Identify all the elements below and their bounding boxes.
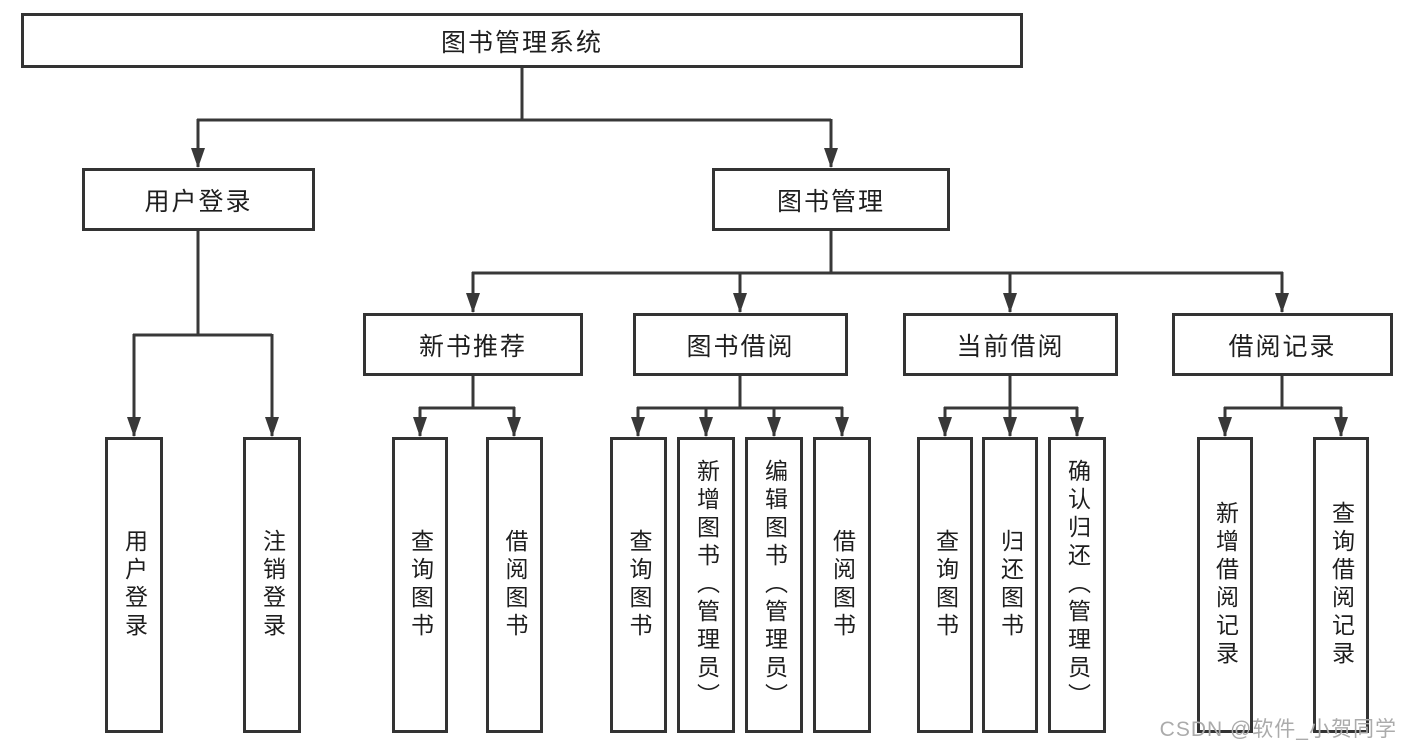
leaf-add-book-admin: 新增图书（管理员） <box>677 437 735 733</box>
leaf-query-borrow-record: 查询借阅记录 <box>1313 437 1369 733</box>
leaf-borrow-books: 借阅图书 <box>813 437 871 733</box>
node-current-borrow: 当前借阅 <box>903 313 1118 376</box>
node-book-borrow: 图书借阅 <box>633 313 848 376</box>
leaf-logout: 注销登录 <box>243 437 301 733</box>
csdn-watermark: CSDN @软件_小贺同学 <box>1159 718 1397 741</box>
node-user-login: 用户登录 <box>82 168 315 231</box>
leaf-label: 借阅图书 <box>829 529 856 641</box>
leaf-label: 查询图书 <box>932 529 959 641</box>
node-book-management: 图书管理 <box>712 168 950 231</box>
node-new-book-recommend: 新书推荐 <box>363 313 583 376</box>
leaf-borrow-books-recommend: 借阅图书 <box>486 437 543 733</box>
leaf-label: 新增借阅记录 <box>1212 501 1239 669</box>
leaf-label: 编辑图书（管理员） <box>761 459 788 711</box>
leaf-add-borrow-record: 新增借阅记录 <box>1197 437 1253 733</box>
leaf-edit-book-admin: 编辑图书（管理员） <box>745 437 803 733</box>
leaf-query-books-current: 查询图书 <box>917 437 973 733</box>
leaf-label: 查询图书 <box>626 529 652 641</box>
leaf-label: 查询图书 <box>407 529 434 641</box>
leaf-label: 注销登录 <box>259 529 286 641</box>
leaf-label: 借阅图书 <box>502 529 528 641</box>
leaf-user-login: 用户登录 <box>105 437 163 733</box>
leaf-label: 确认归还（管理员） <box>1064 459 1091 711</box>
leaf-label: 新增图书（管理员） <box>693 459 720 711</box>
leaf-query-books-recommend: 查询图书 <box>392 437 448 733</box>
leaf-label: 查询借阅记录 <box>1328 501 1355 669</box>
leaf-label: 用户登录 <box>121 529 148 641</box>
leaf-return-books: 归还图书 <box>982 437 1038 733</box>
leaf-query-books-borrow: 查询图书 <box>610 437 667 733</box>
node-borrow-records: 借阅记录 <box>1172 313 1393 376</box>
node-library-system: 图书管理系统 <box>21 13 1023 68</box>
leaf-label: 归还图书 <box>997 529 1024 641</box>
leaf-confirm-return-admin: 确认归还（管理员） <box>1048 437 1106 733</box>
